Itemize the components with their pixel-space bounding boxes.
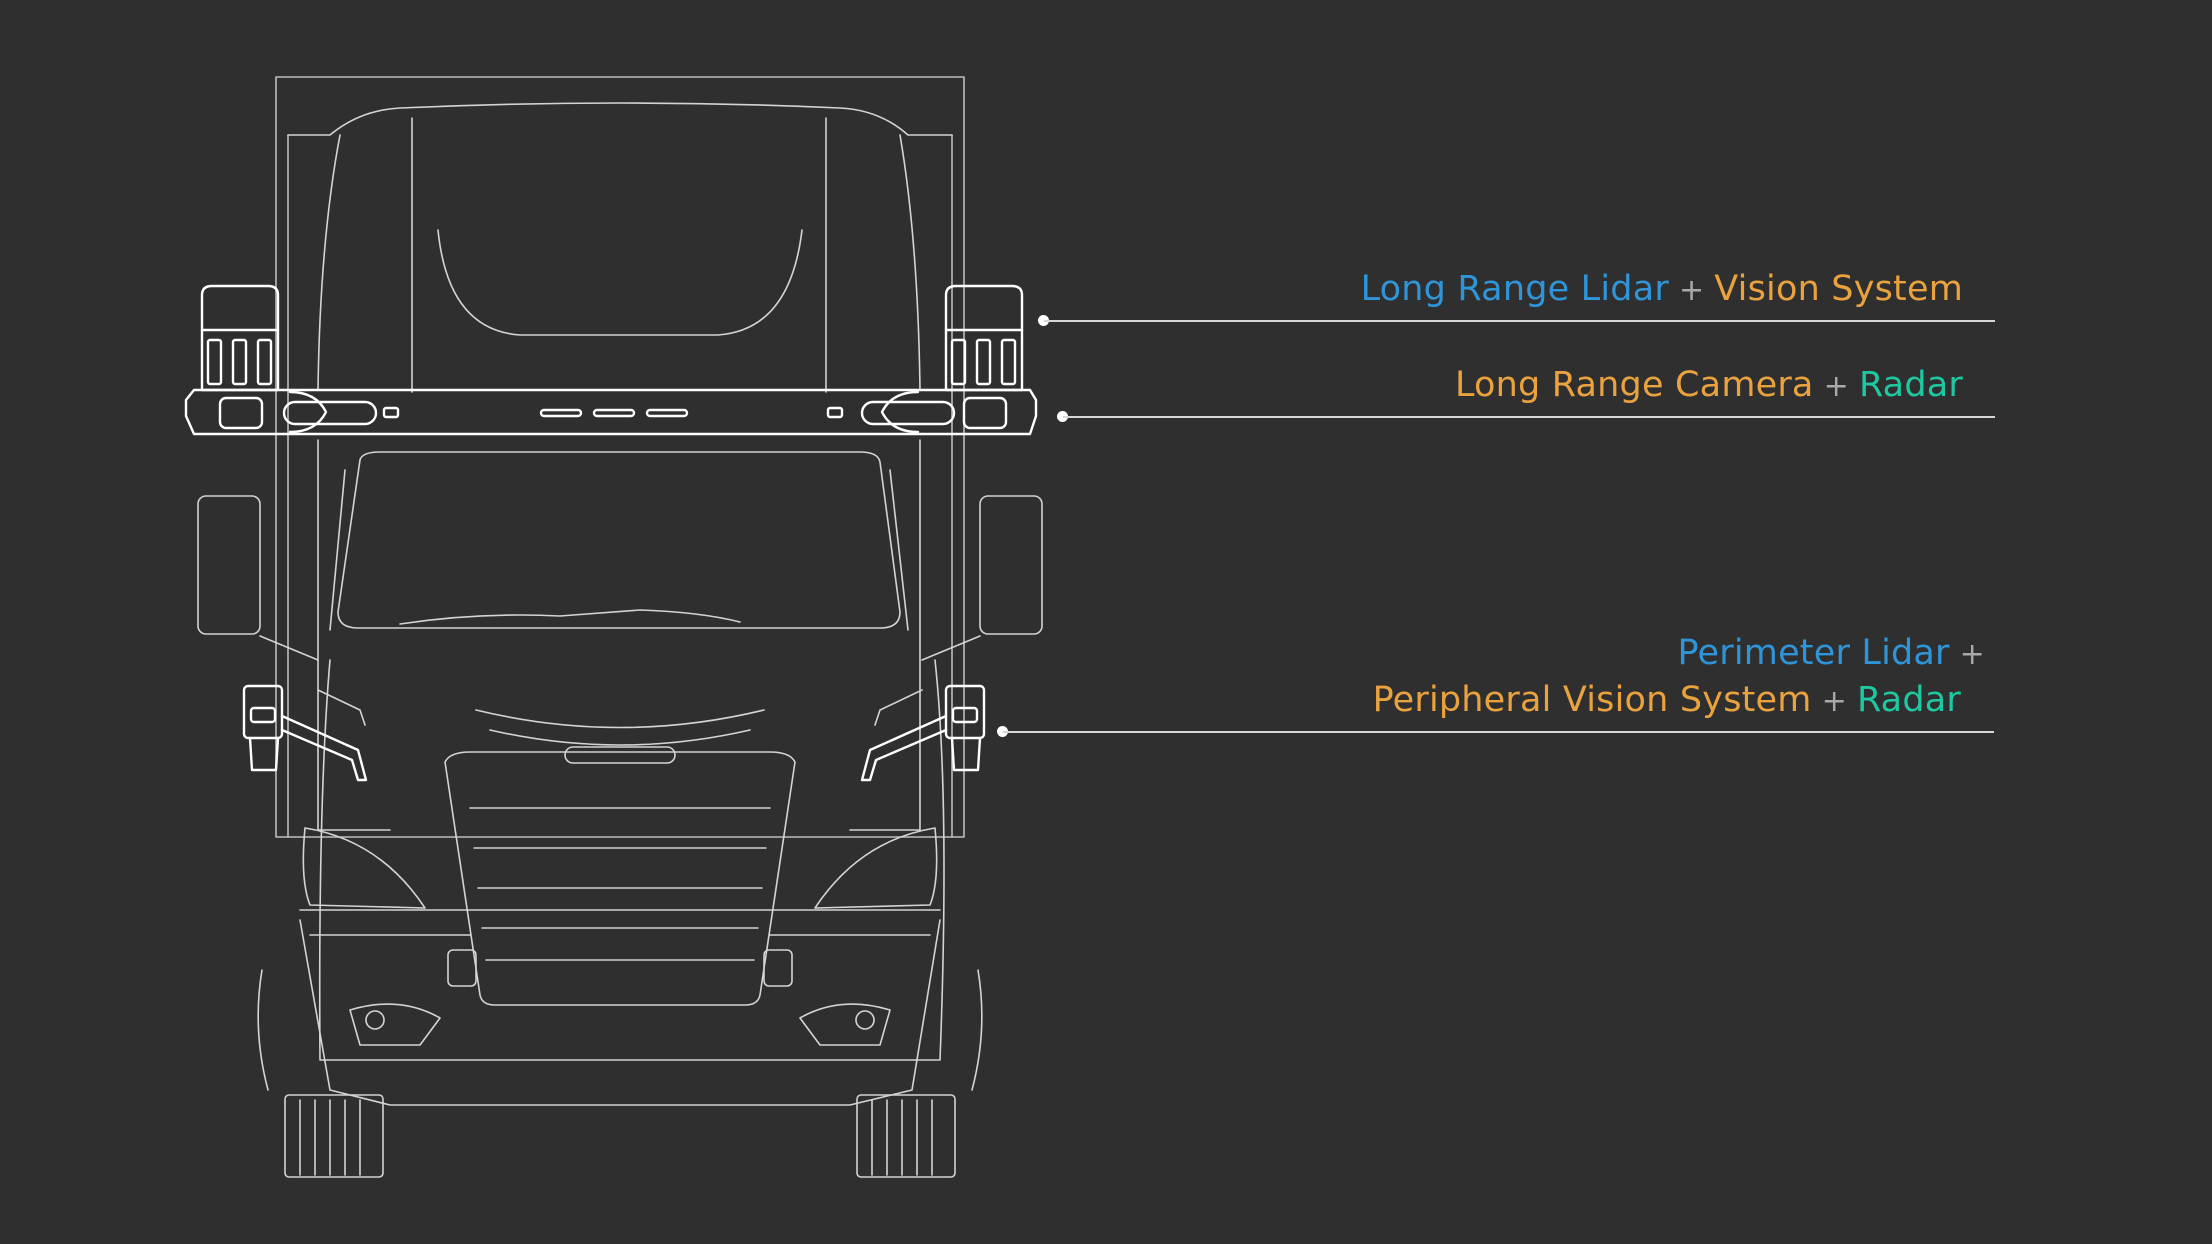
radar-text: Radar <box>1858 365 1963 405</box>
roof-callout-label: Long Range Lidar + Vision System <box>1361 266 1963 314</box>
long-range-camera-text: Long Range Camera <box>1454 365 1814 405</box>
grille <box>444 746 796 1006</box>
roof-panel <box>437 229 803 336</box>
side-callout-label-line2: Peripheral Vision System + Radar <box>1373 677 1961 725</box>
side-callout-dot <box>997 726 1008 737</box>
roof-lidar-pods <box>200 284 1024 392</box>
left-lidar-pod <box>200 284 280 392</box>
bar-callout-line <box>1063 416 1995 418</box>
cab-body <box>299 439 945 1106</box>
roof-fairing <box>287 102 953 393</box>
plus-sign: + <box>1823 369 1849 404</box>
trailer-outline <box>275 76 965 838</box>
bar-callout-dot <box>1057 411 1068 422</box>
side-mirrors <box>197 495 1043 726</box>
roof-callout-dot <box>1038 315 1049 326</box>
plus-sign: + <box>1959 637 1985 672</box>
right-peripheral-pod <box>860 684 986 782</box>
bar-callout-label: Long Range Camera + Radar <box>1455 362 1963 410</box>
peripheral-sensor-pods <box>242 684 986 782</box>
side-callout-line <box>1003 731 1994 733</box>
side-callout-label-line1: Perimeter Lidar + <box>1677 630 1985 678</box>
long-range-lidar-text: Long Range Lidar <box>1360 269 1669 309</box>
peripheral-vision-system-text: Peripheral Vision System <box>1372 680 1812 720</box>
front-wheels <box>257 969 983 1178</box>
roof-callout-line <box>1044 320 1995 322</box>
headlights <box>302 827 938 1046</box>
right-lidar-pod <box>944 284 1024 392</box>
perimeter-lidar-text: Perimeter Lidar <box>1677 633 1950 673</box>
radar-text: Radar <box>1856 680 1961 720</box>
vision-system-text: Vision System <box>1714 269 1963 309</box>
windshield <box>329 451 909 631</box>
plus-sign: + <box>1821 684 1847 719</box>
left-peripheral-pod <box>242 684 368 782</box>
plus-sign: + <box>1678 273 1705 308</box>
sensor-bar <box>184 388 1038 436</box>
